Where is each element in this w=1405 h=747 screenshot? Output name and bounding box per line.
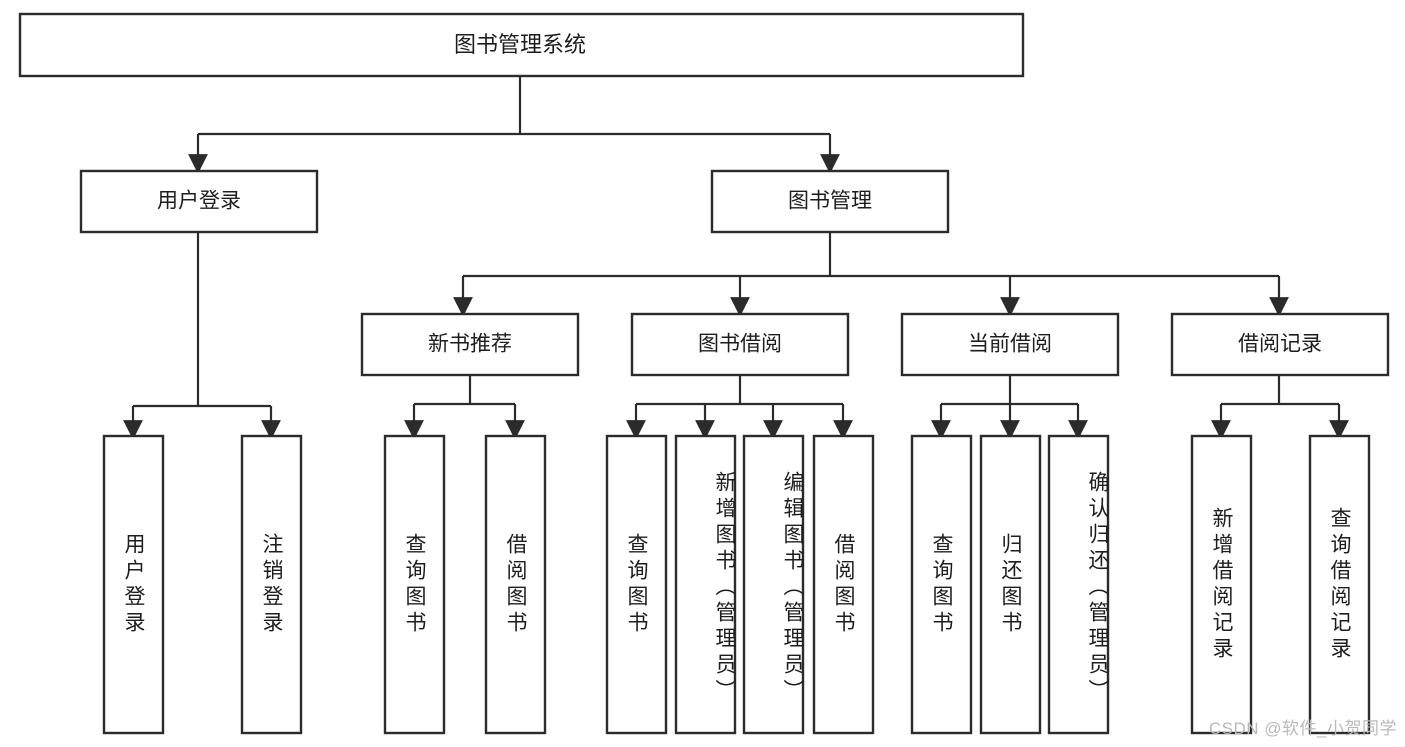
leaf-box-confirm-return[interactable] (1047, 434, 1110, 735)
node-new-book-recommend[interactable]: 新书推荐 (360, 312, 580, 377)
connector-group-user-login (123, 232, 281, 440)
node-root-system[interactable]: 图书管理系统 (18, 12, 1025, 78)
csdn-watermark: CSDN @软件_小贺同学 (1208, 719, 1397, 738)
node-book-borrow-label: 图书借阅 (698, 333, 782, 356)
leaf-box-add-book[interactable] (674, 434, 737, 735)
leaf-box-query-book-2[interactable] (605, 434, 668, 735)
leaf-box-query-book-1[interactable] (383, 434, 446, 735)
node-borrow-record-label: 借阅记录 (1238, 333, 1322, 356)
node-user-login-label: 用户登录 (157, 190, 241, 213)
node-root-system-label: 图书管理系统 (454, 32, 586, 57)
leaf-box-borrow-book-1[interactable] (484, 434, 547, 735)
leaf-box-borrow-book-2[interactable] (812, 434, 875, 735)
leaf-box-query-book-3[interactable] (910, 434, 973, 735)
node-user-login[interactable]: 用户登录 (79, 169, 319, 234)
connector-group-root (188, 77, 840, 174)
node-current-borrow[interactable]: 当前借阅 (900, 312, 1120, 377)
connector-group-borrow-record (1211, 375, 1349, 440)
leaf-box-logout[interactable] (240, 434, 303, 735)
connector-group-book-manage (453, 232, 1289, 317)
connector-group-current-borrow (931, 375, 1088, 440)
node-current-borrow-label: 当前借阅 (968, 333, 1052, 356)
node-book-manage[interactable]: 图书管理 (710, 169, 950, 234)
node-book-borrow[interactable]: 图书借阅 (630, 312, 850, 377)
leaf-box-edit-book[interactable] (742, 434, 805, 735)
leaf-box-query-record[interactable] (1308, 434, 1371, 735)
node-borrow-record[interactable]: 借阅记录 (1170, 312, 1390, 377)
connector-group-book-borrow (626, 375, 853, 440)
connector-group-new-book (404, 375, 525, 440)
leaf-box-add-record[interactable] (1190, 434, 1253, 735)
node-new-book-recommend-label: 新书推荐 (428, 333, 512, 356)
node-book-manage-label: 图书管理 (788, 190, 872, 213)
leaf-box-return-book[interactable] (979, 434, 1042, 735)
leaf-box-user-login[interactable] (102, 434, 165, 735)
